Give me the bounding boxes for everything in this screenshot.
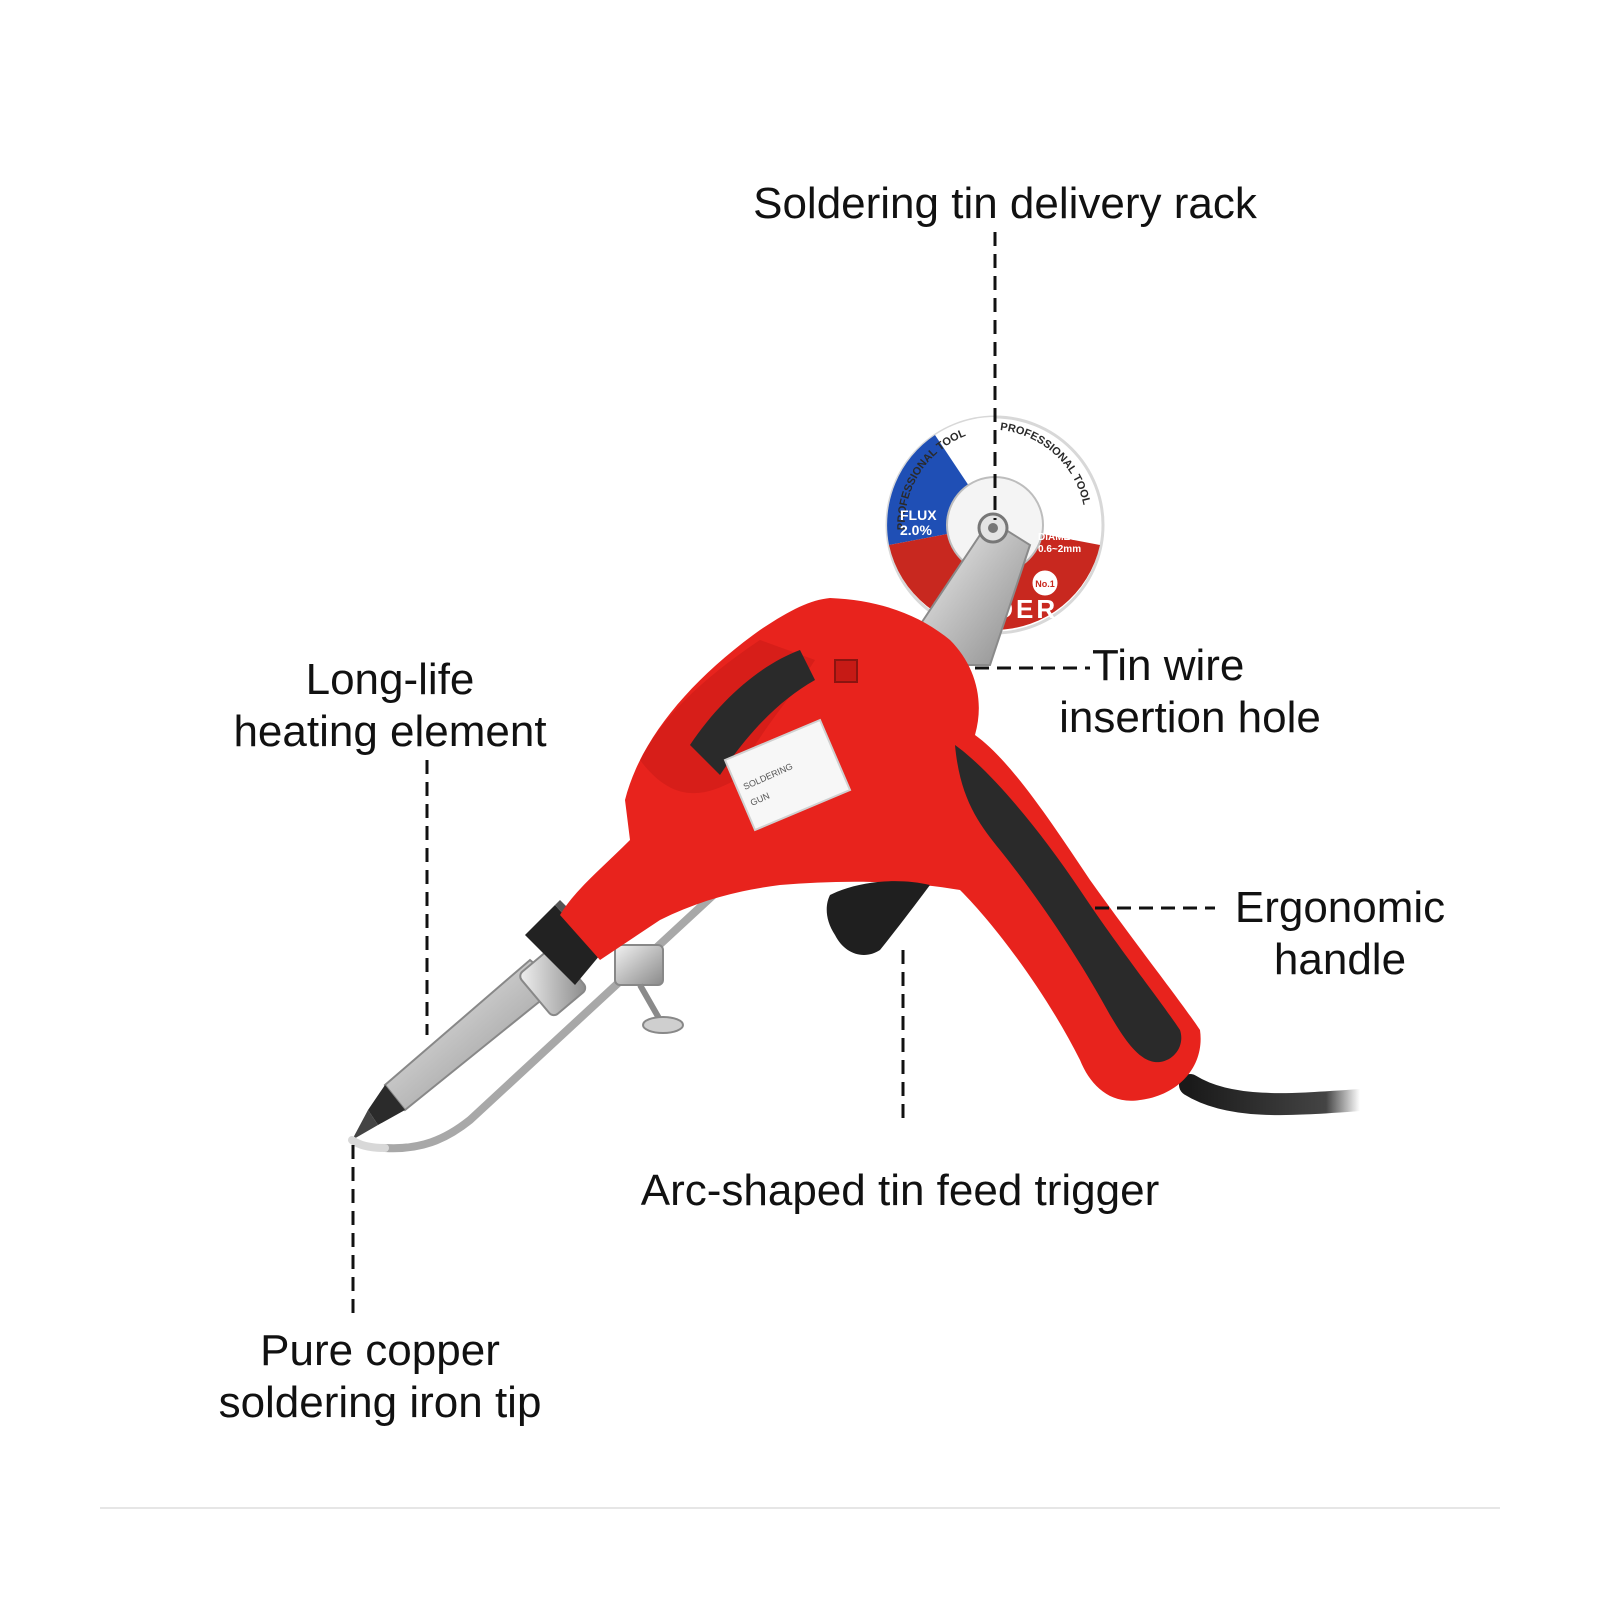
label-tin-feed-trigger: Arc-shaped tin feed trigger bbox=[605, 1165, 1195, 1217]
tin-feed-guide bbox=[348, 871, 739, 1153]
label-insertion-line2: insertion hole bbox=[1059, 693, 1321, 742]
reel-diameter-value: 0.6~2mm bbox=[1038, 544, 1081, 555]
label-handle-line2: handle bbox=[1273, 935, 1407, 984]
label-ergonomic-handle: Ergonomic handle bbox=[1215, 882, 1465, 986]
label-trigger-text: Arc-shaped tin feed trigger bbox=[640, 1166, 1160, 1215]
reel-badge bbox=[1029, 567, 1061, 599]
label-tin-wire-insertion-hole: Tin wire insertion hole bbox=[1020, 640, 1360, 744]
insertion-slot bbox=[834, 659, 858, 683]
label-heating-element: Long-life heating element bbox=[200, 654, 580, 758]
label-insertion-line1: Tin wire bbox=[1092, 641, 1245, 690]
reel-badge-text: No.1 bbox=[1035, 579, 1055, 589]
heating-element bbox=[352, 947, 587, 1140]
label-soldering-tin-delivery-rack: Soldering tin delivery rack bbox=[735, 178, 1275, 230]
feed-trigger bbox=[826, 881, 930, 955]
label-heating-line1: Long-life bbox=[305, 655, 475, 704]
label-handle-line1: Ergonomic bbox=[1234, 883, 1446, 932]
reel-diameter-title: DIAMETER bbox=[1038, 532, 1091, 543]
top-grip-pad bbox=[690, 650, 815, 775]
label-heating-line2: heating element bbox=[233, 707, 547, 756]
reel-flux-value: 2.0% bbox=[900, 522, 932, 538]
label-rack-text: Soldering tin delivery rack bbox=[753, 179, 1257, 228]
label-sticker: SOLDERING GUN bbox=[723, 718, 852, 832]
label-soldering-iron-tip: Pure copper soldering iron tip bbox=[190, 1325, 570, 1429]
handle-grip bbox=[955, 745, 1182, 1063]
power-cord bbox=[1179, 1074, 1371, 1116]
gun-body: SOLDERING GUN bbox=[560, 598, 1201, 1101]
delivery-rack-bracket bbox=[918, 512, 1032, 666]
label-tip-line1: Pure copper bbox=[260, 1326, 500, 1375]
label-tip-line2: soldering iron tip bbox=[218, 1378, 542, 1427]
leader-lines bbox=[351, 232, 1215, 1320]
reel-flux-title: FLUX bbox=[900, 507, 937, 523]
